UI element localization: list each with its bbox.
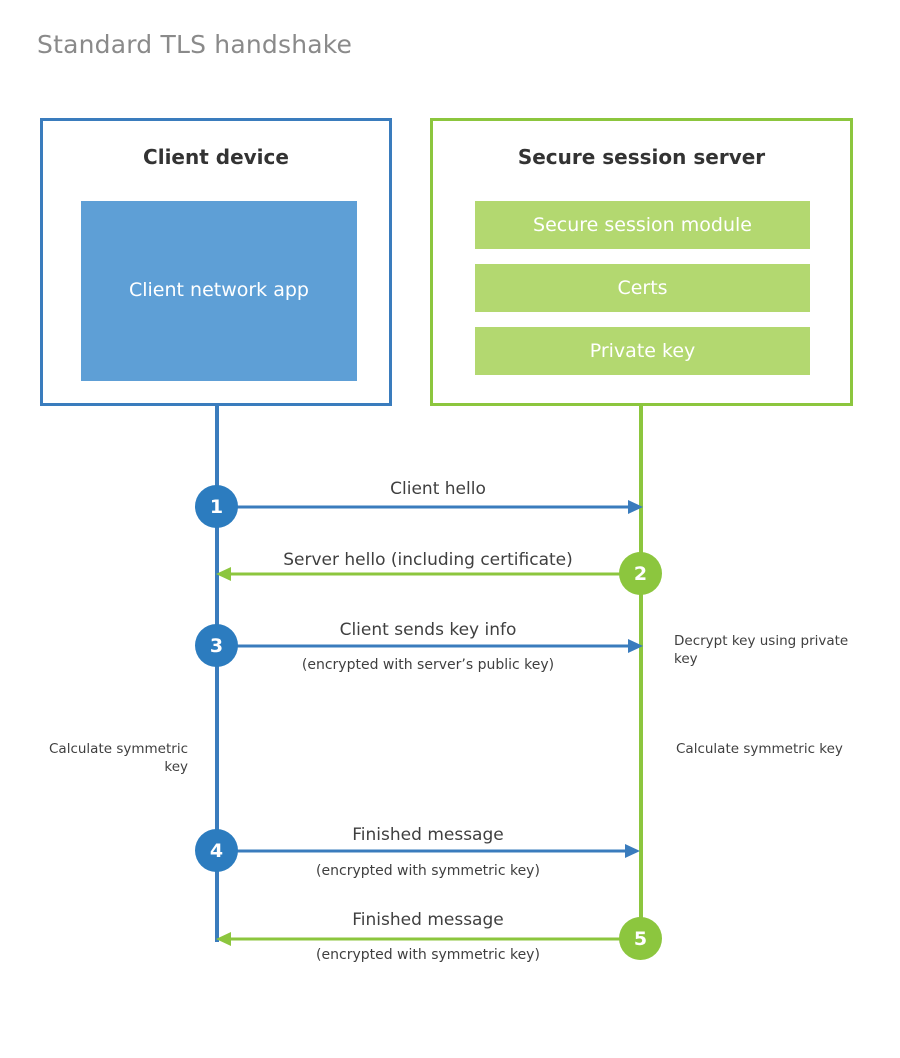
- arrow-step-4: [217, 844, 640, 858]
- server-block-secure-session-module: Secure session module: [475, 201, 810, 249]
- message-sublabel-step-3: (encrypted with server’s public key): [301, 657, 555, 673]
- annotation-client-calculate-symmetric-key: Calculate symmetric key: [49, 741, 188, 776]
- step-marker-5[interactable]: 5: [619, 917, 662, 960]
- server-lifeline: [639, 403, 643, 942]
- step-marker-1[interactable]: 1: [195, 485, 238, 528]
- annotation-server-calculate-symmetric-key: Calculate symmetric key: [676, 741, 843, 757]
- step-marker-2[interactable]: 2: [619, 552, 662, 595]
- page-title: Standard TLS handshake: [37, 30, 353, 59]
- client-lifeline: [215, 403, 219, 942]
- arrow-step-3: [217, 639, 643, 653]
- step-marker-4[interactable]: 4: [195, 829, 238, 872]
- server-block-certs: Certs: [475, 264, 810, 312]
- arrow-step-5: [216, 932, 641, 946]
- message-label-step-1: Client hello: [390, 479, 486, 499]
- arrow-step-1: [217, 500, 643, 514]
- message-label-step-5: Finished message: [352, 910, 504, 930]
- message-label-step-3: Client sends key info: [339, 620, 517, 640]
- secure-session-server-title: Secure session server: [517, 145, 766, 169]
- message-label-step-2: Server hello (including certificate): [283, 550, 573, 570]
- secure-session-server-box: Secure session server Secure session mod…: [430, 118, 853, 406]
- message-sublabel-step-5: (encrypted with symmetric key): [316, 947, 540, 963]
- client-network-app-block: Client network app: [81, 201, 357, 381]
- client-device-box: Client device Client network app: [40, 118, 392, 406]
- server-block-private-key: Private key: [475, 327, 810, 375]
- step-marker-3[interactable]: 3: [195, 624, 238, 667]
- client-device-title: Client device: [143, 145, 289, 169]
- annotation-decrypt-key: Decrypt key using private key: [674, 633, 849, 668]
- message-label-step-4: Finished message: [352, 825, 504, 845]
- message-sublabel-step-4: (encrypted with symmetric key): [316, 863, 540, 879]
